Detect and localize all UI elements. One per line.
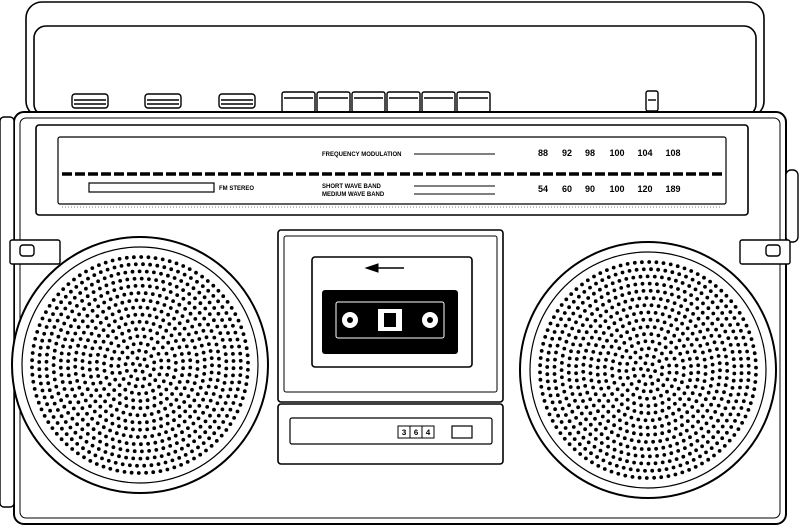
piano-key-play[interactable] xyxy=(316,91,351,113)
fm-stereo-label: FM STEREO xyxy=(219,186,254,192)
am-scale-mark: 90 xyxy=(585,184,595,194)
knob-1[interactable] xyxy=(71,93,109,109)
fm-scale-mark: 98 xyxy=(585,148,595,158)
fm-band-label: FREQUENCY MODULATION xyxy=(322,152,401,158)
carry-handle[interactable] xyxy=(25,1,765,118)
piano-key-stop[interactable] xyxy=(421,91,456,113)
am-scale-mark: 54 xyxy=(538,184,548,194)
piano-key-fast-forward[interactable] xyxy=(386,91,421,113)
fm-stereo-indicator xyxy=(88,182,215,193)
right-speaker xyxy=(519,241,777,499)
am-scale-mark: 60 xyxy=(562,184,572,194)
fm-scale-mark: 88 xyxy=(538,148,548,158)
tuning-knob[interactable] xyxy=(785,169,799,243)
counter-digit: 6 xyxy=(414,429,419,438)
left-clip-button[interactable] xyxy=(9,239,61,265)
arrow-left-icon xyxy=(364,263,404,273)
fm-scale-mark: 92 xyxy=(562,148,572,158)
right-speaker-grille xyxy=(538,260,758,480)
counter-digit-box xyxy=(421,425,435,439)
counter-digit: 4 xyxy=(426,429,431,438)
am-scale-mark: 120 xyxy=(637,184,652,194)
cassette-tape-icon xyxy=(322,290,458,354)
fm-scale: 88 92 98 100 104 108 xyxy=(538,148,681,158)
left-speaker xyxy=(11,236,269,494)
mw-band-label: MEDIUM WAVE BAND xyxy=(322,192,385,198)
piano-key-rewind[interactable] xyxy=(351,91,386,113)
am-scale-mark: 100 xyxy=(609,184,624,194)
radio-dial-panel xyxy=(35,124,749,216)
piano-key-pause[interactable] xyxy=(456,91,491,113)
sw-band-label: SHORT WAVE BAND xyxy=(322,184,382,190)
band-switch[interactable] xyxy=(645,90,659,112)
piano-key-record[interactable] xyxy=(281,91,316,113)
counter-panel xyxy=(277,403,504,465)
am-scale-mark: 189 xyxy=(665,184,680,194)
knob-3[interactable] xyxy=(218,93,256,109)
fm-scale-mark: 108 xyxy=(665,148,680,158)
knob-2[interactable] xyxy=(144,93,182,109)
fm-scale-mark: 104 xyxy=(637,148,652,158)
right-clip-button[interactable] xyxy=(739,239,791,265)
counter-digit: 3 xyxy=(402,429,407,438)
fm-scale-mark: 100 xyxy=(609,148,624,158)
left-speaker-grille xyxy=(30,255,250,475)
am-scale: 54 60 90 100 120 189 xyxy=(538,184,681,194)
counter-reset-button[interactable] xyxy=(451,425,473,439)
